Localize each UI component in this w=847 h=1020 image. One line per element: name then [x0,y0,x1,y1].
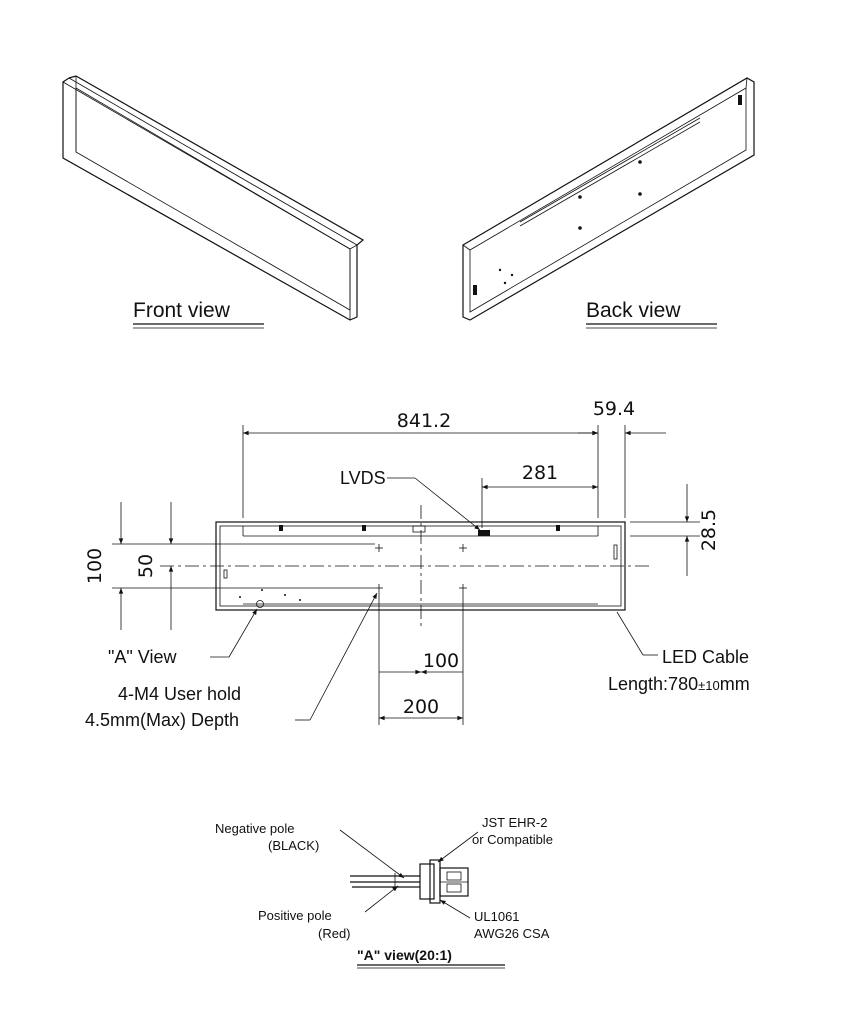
front-view-drawing [62,75,365,321]
lvds-callout: LVDS [340,468,386,488]
positive-pole-line1: Positive pole [258,908,332,923]
dim-lvds-offset: 281 [522,462,558,484]
connector-detail-drawing [350,859,469,904]
led-cable-line1: LED Cable [662,647,749,667]
dim-end-offset: 59.4 [593,398,635,420]
dim-height-outer: 100 [84,548,106,584]
user-hold-line1: 4-M4 User hold [118,684,241,704]
wire-spec-line2: AWG26 CSA [474,926,550,941]
positive-pole-line2: (Red) [318,926,351,941]
back-view-drawing [462,77,755,321]
dim-top-offset: 28.5 [698,509,720,551]
a-view-callout: "A" View [108,647,177,667]
detail-view-title: "A" view(20:1) [357,947,452,963]
led-cable-line2: Length:780±10mm [608,674,750,694]
mounting-hole [375,584,383,592]
panel-plan-view [160,505,652,628]
front-view-label: Front view [133,299,231,322]
mounting-hole [375,544,383,552]
dim-hole-pitch-small: 100 [423,650,459,672]
dim-overall-length: 841.2 [397,410,451,432]
back-view-label: Back view [586,299,681,322]
user-hold-line2: 4.5mm(Max) Depth [85,710,239,730]
mounting-hole [459,544,467,552]
connector-line2: or Compatible [472,832,553,847]
connector-line1: JST EHR-2 [482,815,548,830]
mounting-hole [459,584,467,592]
negative-pole-line2: (BLACK) [268,838,319,853]
dim-height-inner: 50 [135,554,157,578]
wire-spec-line1: UL1061 [474,909,520,924]
negative-pole-line1: Negative pole [215,821,295,836]
dim-hole-pitch-large: 200 [403,696,439,718]
